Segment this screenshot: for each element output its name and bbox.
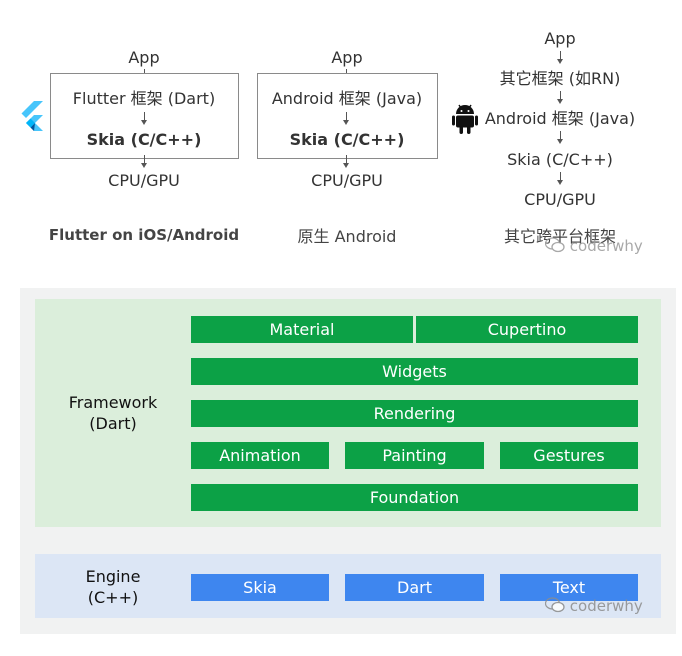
watermark-text: coderwhy — [569, 237, 643, 255]
native-cpu-label: CPU/GPU — [311, 171, 383, 190]
widgets-layer: Widgets — [191, 358, 638, 385]
arrow-down-icon — [343, 155, 349, 168]
cupertino-layer: Cupertino — [416, 316, 638, 343]
material-layer: Material — [191, 316, 413, 343]
cross-android-framework-label: Android 框架 (Java) — [484, 109, 636, 128]
watermark-text: coderwhy — [569, 597, 643, 615]
arrow-down-icon — [343, 112, 349, 125]
dart-engine-block: Dart — [345, 574, 484, 601]
arrow-down-icon — [557, 91, 563, 104]
engine-label-line2: (C++) — [87, 588, 139, 607]
framework-label: Framework (Dart) — [55, 392, 171, 434]
framework-label-line1: Framework — [68, 393, 158, 412]
painting-layer: Painting — [345, 442, 484, 469]
watermark: coderwhy — [544, 237, 643, 255]
text-engine-block: Text — [500, 574, 638, 601]
native-framework-label: Android 框架 (Java) — [271, 89, 423, 108]
engine-label: Engine (C++) — [55, 566, 171, 608]
flutter-framework-label: Flutter 框架 (Dart) — [72, 89, 216, 108]
cross-caption: 其它跨平台框架 — [503, 227, 616, 246]
arrow-down-icon — [141, 112, 147, 125]
cross-app-label: App — [544, 29, 576, 48]
native-skia-label: Skia (C/C++) — [289, 130, 405, 149]
arrow-down-icon — [141, 155, 147, 168]
foundation-layer: Foundation — [191, 484, 638, 511]
native-app-label: App — [331, 48, 363, 67]
watermark: coderwhy — [544, 597, 643, 615]
engine-label-line1: Engine — [85, 567, 141, 586]
arrow-down-icon — [557, 131, 563, 144]
cross-cpu-label: CPU/GPU — [524, 190, 596, 209]
arrow-down-icon — [557, 172, 563, 185]
wechat-icon — [544, 597, 565, 613]
flutter-logo-icon — [21, 101, 43, 131]
wechat-icon — [544, 237, 565, 253]
flutter-app-label: App — [128, 48, 160, 67]
rendering-layer: Rendering — [191, 400, 638, 427]
flutter-skia-label: Skia (C/C++) — [86, 130, 202, 149]
native-caption: 原生 Android — [297, 227, 397, 246]
arrow-down-icon — [557, 51, 563, 64]
cross-skia-label: Skia (C/C++) — [507, 150, 613, 169]
native-engine-box — [257, 73, 438, 159]
skia-engine-block: Skia — [191, 574, 329, 601]
flutter-caption: Flutter on iOS/Android — [48, 226, 240, 244]
animation-layer: Animation — [191, 442, 329, 469]
framework-label-line2: (Dart) — [89, 414, 137, 433]
gestures-layer: Gestures — [500, 442, 638, 469]
android-robot-icon — [452, 104, 478, 134]
cross-other-framework-label: 其它框架 (如RN) — [499, 69, 621, 88]
flutter-cpu-label: CPU/GPU — [108, 171, 180, 190]
